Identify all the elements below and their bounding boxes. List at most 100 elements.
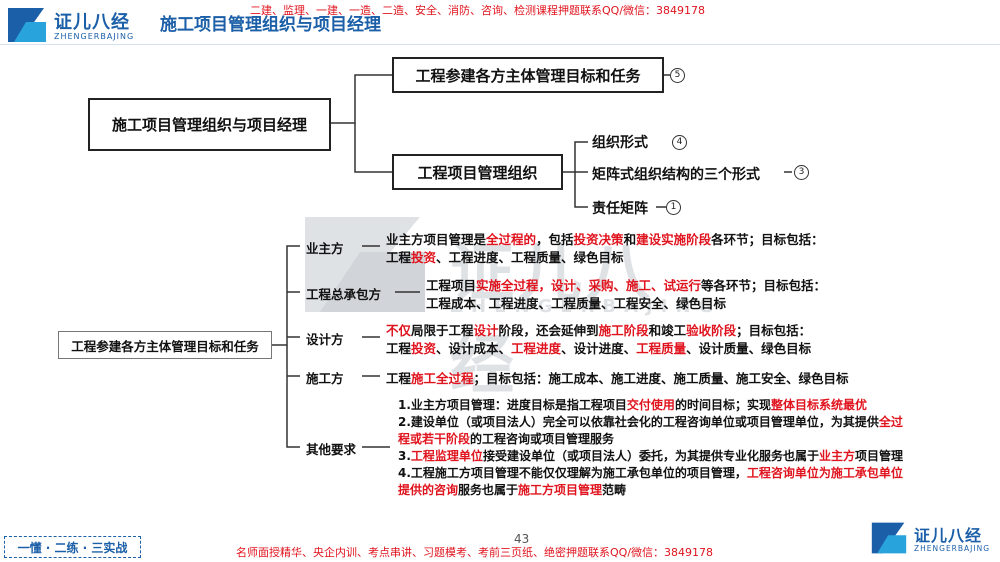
owner-line-1: 业主方项目管理是全过程的，包括投资决策和建设实施阶段各环节；目标包括： xyxy=(386,229,824,248)
text-run: 工程项目 xyxy=(426,278,477,293)
footer-logo: 证儿八经 ZHENGERBAJING xyxy=(870,520,998,558)
text-run: 3. xyxy=(398,449,411,463)
text-run-highlight: 整体目标系统最优 xyxy=(770,398,867,412)
text-run-highlight: 验收阶段 xyxy=(686,323,737,338)
text-run-highlight: 工程监理单位 xyxy=(410,449,483,463)
text-run-highlight: 设计 xyxy=(473,323,499,338)
text-run-highlight: 程或若干阶段 xyxy=(398,432,471,446)
mindmap-root-label: 施工项目管理组织与项目经理 xyxy=(111,116,307,134)
design-line-2: 工程投资、设计成本、工程进度、设计进度、工程质量、设计质量、绿色目标 xyxy=(386,338,811,357)
mindmap-branch-goals: 工程参建各方主体管理目标和任务 xyxy=(392,57,664,93)
watermark-logo: 证儿八经 ZHENGERBAJING xyxy=(300,212,713,403)
header-logo: 证儿八经 ZHENGERBAJING xyxy=(6,6,146,46)
party-owner: 业主方 xyxy=(306,241,344,256)
epc-line-1: 工程项目实施全过程，设计、采购、施工、试运行等各环节；目标包括： xyxy=(426,275,826,294)
text-run: ；目标包括：施工成本、施工进度、施工质量、施工安全、绿色目标 xyxy=(473,371,849,386)
text-run: 服务也属于 xyxy=(458,483,519,497)
text-run: 各环节；目标包括： xyxy=(711,232,824,247)
page-title: 施工项目管理组织与项目经理 xyxy=(160,15,381,35)
design-line-1: 不仅局限于工程设计阶段，还会延伸到施工阶段和竣工验收阶段；目标包括： xyxy=(386,320,811,339)
other-line-6: 提供的咨询服务也属于施工方项目管理范畴 xyxy=(398,481,626,498)
page-number: 43 xyxy=(514,532,530,546)
text-run: 1.业主方项目管理：进度目标是指工程项目 xyxy=(398,398,627,412)
text-run: 、设计质量、绿色目标 xyxy=(686,341,812,356)
text-run: 、工程进度、工程质量、绿色目标 xyxy=(436,250,624,265)
text-run: 2.建设单位（或项目法人）完全可以依靠社会化的工程咨询单位或项目管理单位，为其提… xyxy=(398,415,879,429)
detail-title: 工程参建各方主体管理目标和任务 xyxy=(71,338,259,354)
text-run: 4.工程施工方项目管理不能仅仅理解为施工承包单位的项目管理， xyxy=(398,466,747,480)
promo-top: 二建、监理、一建、一造、二造、安全、消防、咨询、检测课程押题联系QQ/微信：38… xyxy=(250,4,706,17)
mindmap-branch-org-label: 工程项目管理组织 xyxy=(417,163,538,182)
header-rule xyxy=(0,44,1000,45)
text-run-highlight: 施工全过程 xyxy=(411,371,474,386)
text-run: 工程 xyxy=(386,250,412,265)
footer-slogan-box: 一懂 · 二练 · 三实战 xyxy=(4,536,141,558)
text-run-highlight: 交付使用 xyxy=(626,398,675,412)
count-badge-4: 4 xyxy=(672,135,687,150)
watermark-logo-text: 证儿八经 xyxy=(450,237,654,403)
text-run-highlight: 施工阶段 xyxy=(598,323,649,338)
text-run: 局限于工程 xyxy=(411,323,474,338)
watermark-logo-sub: ZHENGERBAJING xyxy=(450,296,722,317)
logo-mark-icon xyxy=(871,522,907,554)
count-badge-5: 5 xyxy=(670,68,685,83)
text-run-highlight: 不仅 xyxy=(386,323,412,338)
party-other: 其他要求 xyxy=(306,442,357,457)
text-run-highlight: 工程咨询单位为施工承包单位 xyxy=(746,466,903,480)
text-run-highlight: 投资 xyxy=(411,341,437,356)
footer-logo-subtext: ZHENGERBAJING xyxy=(914,544,991,553)
party-epc: 工程总承包方 xyxy=(306,287,382,302)
text-run: 和竣工 xyxy=(648,323,687,338)
text-run: 项目管理 xyxy=(854,449,903,463)
text-run: ；目标包括： xyxy=(736,323,812,338)
text-run-highlight: 业主方 xyxy=(818,449,855,463)
text-run: 、设计进度、 xyxy=(561,341,637,356)
text-run: 、设计成本、 xyxy=(436,341,512,356)
footer-logo-text: 证儿八经 xyxy=(914,526,983,545)
text-run: 阶段，还会延伸到 xyxy=(498,323,599,338)
mindmap-sub-org-form: 组织形式 xyxy=(592,135,648,151)
text-run-highlight: 工程质量 xyxy=(636,341,687,356)
text-run-highlight: 实施全过程，设计、采购、施工、试运行 xyxy=(476,278,702,293)
text-run-highlight: 提供的咨询 xyxy=(398,483,459,497)
party-contractor: 施工方 xyxy=(306,371,344,386)
text-run: 等各环节；目标包括： xyxy=(701,278,827,293)
text-run: 接受建设单位（或项目法人）委托，为其提供专业化服务也属于 xyxy=(482,449,819,463)
owner-line-2: 工程投资、工程进度、工程质量、绿色目标 xyxy=(386,247,624,266)
other-line-4: 3.工程监理单位接受建设单位（或项目法人）委托，为其提供专业化服务也属于业主方项… xyxy=(398,447,903,464)
other-line-2: 2.建设单位（或项目法人）完全可以依靠社会化的工程咨询单位或项目管理单位，为其提… xyxy=(398,413,903,430)
mindmap-branch-org: 工程项目管理组织 xyxy=(392,154,563,190)
text-run-highlight: 投资决策 xyxy=(573,232,624,247)
logo-text: 证儿八经 xyxy=(54,12,130,33)
epc-line-2: 工程成本、工程进度、工程质量、工程安全、绿色目标 xyxy=(426,296,727,311)
text-run-highlight: 施工方项目管理 xyxy=(518,483,603,497)
mindmap-sub-responsibility: 责任矩阵 xyxy=(592,201,648,217)
party-designer: 设计方 xyxy=(306,332,344,347)
text-run-highlight: 投资 xyxy=(411,250,437,265)
text-run: 范畴 xyxy=(602,483,627,497)
text-run-highlight: 工程进度 xyxy=(511,341,562,356)
count-badge-1: 1 xyxy=(666,200,681,215)
text-run: 工程 xyxy=(386,371,412,386)
contractor-line-1: 工程施工全过程；目标包括：施工成本、施工进度、施工质量、施工安全、绿色目标 xyxy=(386,368,849,387)
other-line-1: 1.业主方项目管理：进度目标是指工程项目交付使用的时间目标；实现整体目标系统最优 xyxy=(398,396,867,413)
text-run: 业主方项目管理是 xyxy=(386,232,487,247)
text-run: ，包括 xyxy=(536,232,574,247)
other-line-5: 4.工程施工方项目管理不能仅仅理解为施工承包单位的项目管理，工程咨询单位为施工承… xyxy=(398,464,903,481)
other-line-3: 程或若干阶段的工程咨询或项目管理服务 xyxy=(398,430,614,447)
logo-mark-icon xyxy=(8,8,46,42)
text-run: 工程 xyxy=(386,341,412,356)
text-run: 和 xyxy=(623,232,637,247)
mindmap-root: 施工项目管理组织与项目经理 xyxy=(88,98,331,151)
footer-slogan: 一懂 · 二练 · 三实战 xyxy=(17,540,128,555)
count-badge-3: 3 xyxy=(794,165,809,180)
logo-subtext: ZHENGERBAJING xyxy=(54,32,135,41)
text-run: 的工程咨询或项目管理服务 xyxy=(470,432,615,446)
mindmap-branch-goals-label: 工程参建各方主体管理目标和任务 xyxy=(415,66,641,85)
text-run: 的时间目标；实现 xyxy=(674,398,771,412)
text-run-highlight: 建设实施阶段 xyxy=(636,232,712,247)
text-run-highlight: 全过 xyxy=(878,415,903,429)
detail-title-box: 工程参建各方主体管理目标和任务 xyxy=(58,331,272,359)
text-run-highlight: 全过程的 xyxy=(486,232,537,247)
